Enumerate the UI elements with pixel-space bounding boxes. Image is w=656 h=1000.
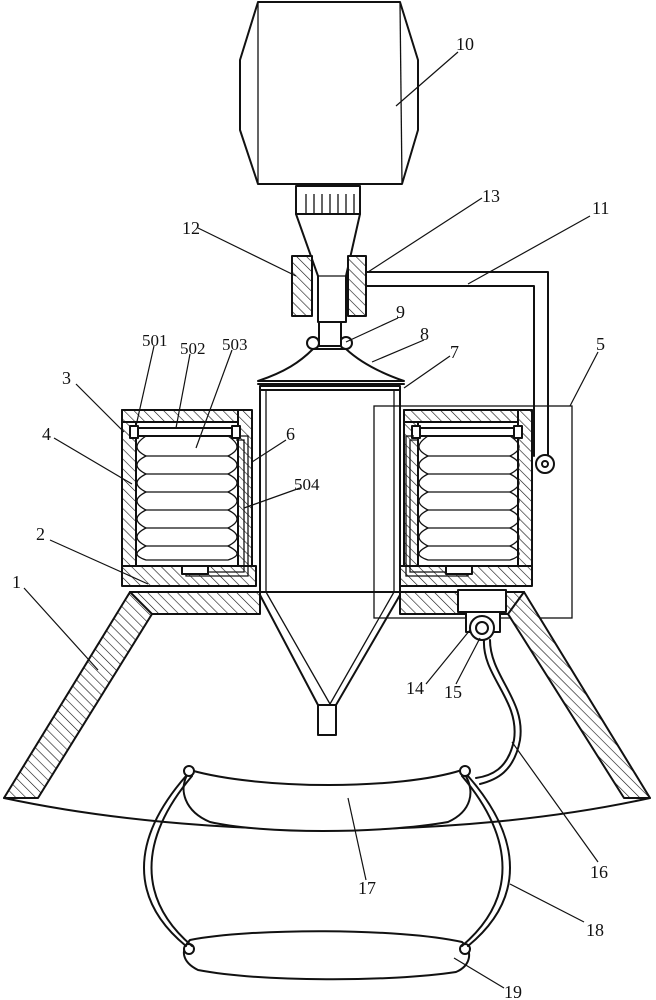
joint-pins — [306, 321, 353, 350]
reference-labels: 10 13 12 11 9 8 7 5 501 502 503 3 4 6 50… — [12, 34, 609, 1000]
label-9: 9 — [396, 302, 405, 322]
label-5: 5 — [596, 334, 605, 354]
label-502: 502 — [180, 339, 206, 358]
elastic-straps — [143, 775, 511, 947]
label-12: 12 — [182, 218, 200, 238]
upper-cushion — [182, 765, 472, 832]
leader-lines — [23, 51, 599, 989]
label-11: 11 — [592, 198, 609, 218]
left-bellows-box — [121, 409, 257, 587]
label-14: 14 — [406, 678, 424, 698]
label-2: 2 — [36, 524, 45, 544]
flared-cover — [257, 348, 405, 385]
label-17: 17 — [358, 878, 376, 898]
label-3: 3 — [62, 368, 71, 388]
label-15: 15 — [444, 682, 462, 702]
label-18: 18 — [586, 920, 604, 940]
bearing-block-right — [347, 255, 367, 317]
label-19: 19 — [504, 982, 522, 1000]
label-8: 8 — [420, 324, 429, 344]
label-13: 13 — [482, 186, 500, 206]
pump-unit — [457, 589, 507, 641]
label-7: 7 — [450, 342, 459, 362]
bearing-block-left — [291, 255, 313, 317]
label-4: 4 — [42, 424, 51, 444]
label-501: 501 — [142, 331, 168, 350]
hose — [475, 639, 522, 785]
label-10: 10 — [456, 34, 474, 54]
label-1: 1 — [12, 572, 21, 592]
label-503: 503 — [222, 335, 248, 354]
central-hopper — [259, 385, 401, 736]
linkage-rod — [365, 271, 555, 474]
label-504: 504 — [294, 475, 320, 494]
lower-cushion — [182, 930, 471, 981]
motor-housing — [239, 1, 419, 185]
label-6: 6 — [286, 424, 295, 444]
label-16: 16 — [590, 862, 608, 882]
motor-shaft-coupling — [295, 185, 361, 323]
right-bellows-box — [399, 409, 533, 587]
